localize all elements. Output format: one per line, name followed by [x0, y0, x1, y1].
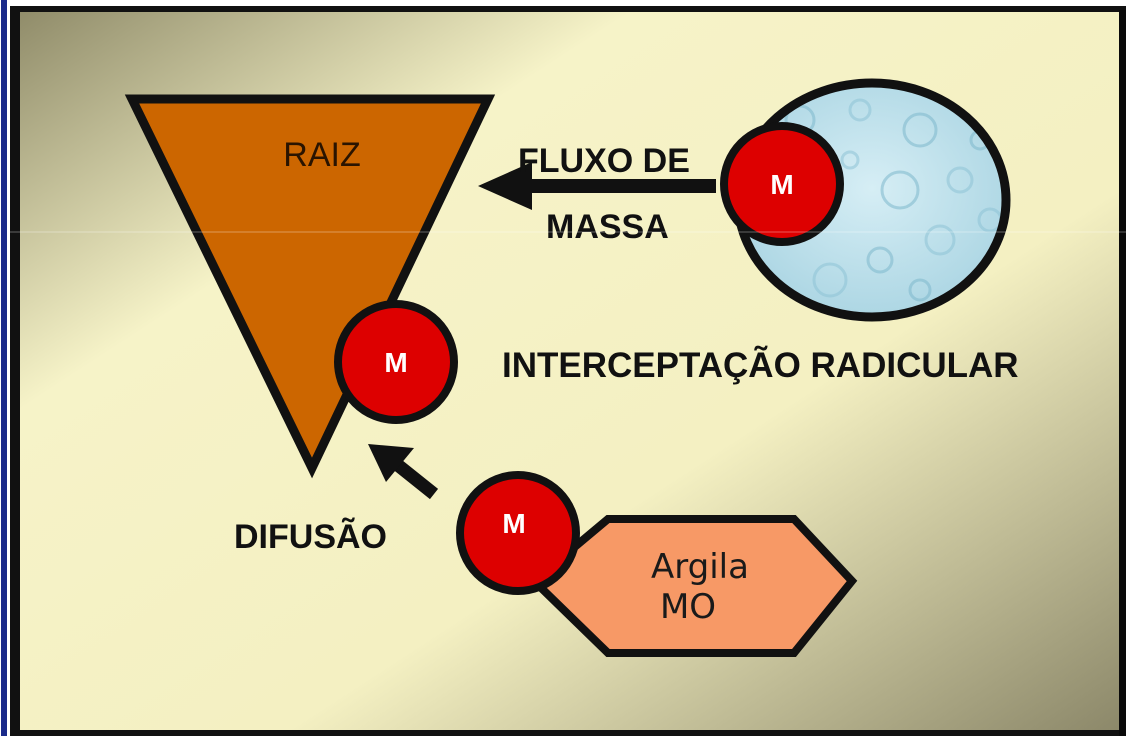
interceptacao-label: INTERCEPTAÇÃO RADICULAR — [502, 346, 1019, 385]
argila-label-line2: MO — [660, 587, 716, 627]
nutrient-label-root: M — [384, 347, 407, 378]
top-border — [10, 6, 1126, 12]
nutrient-circle-clay — [456, 471, 580, 595]
diffusion-arrow — [368, 444, 439, 500]
root-triangle — [124, 94, 496, 479]
nutrient-circle-water — [720, 122, 844, 246]
bottom-border — [10, 730, 1126, 736]
argila-label-line1: Argila — [651, 547, 749, 587]
left-border — [10, 10, 20, 736]
left-accent-border — [1, 0, 7, 736]
fluxo-label-line2: MASSA — [546, 208, 669, 246]
nutrient-label-clay: M — [502, 508, 525, 539]
raiz-label: RAIZ — [283, 136, 360, 174]
fluxo-label-line1: FLUXO DE — [518, 142, 690, 180]
water-texture — [784, 98, 1003, 302]
mass-flow-arrow — [478, 162, 716, 210]
nutrient-circle-root — [334, 300, 458, 424]
nutrient-label-water: M — [770, 169, 793, 200]
right-border — [1119, 10, 1126, 736]
difusao-label: DIFUSÃO — [234, 518, 387, 556]
argila-mo-hexagon — [528, 515, 858, 657]
